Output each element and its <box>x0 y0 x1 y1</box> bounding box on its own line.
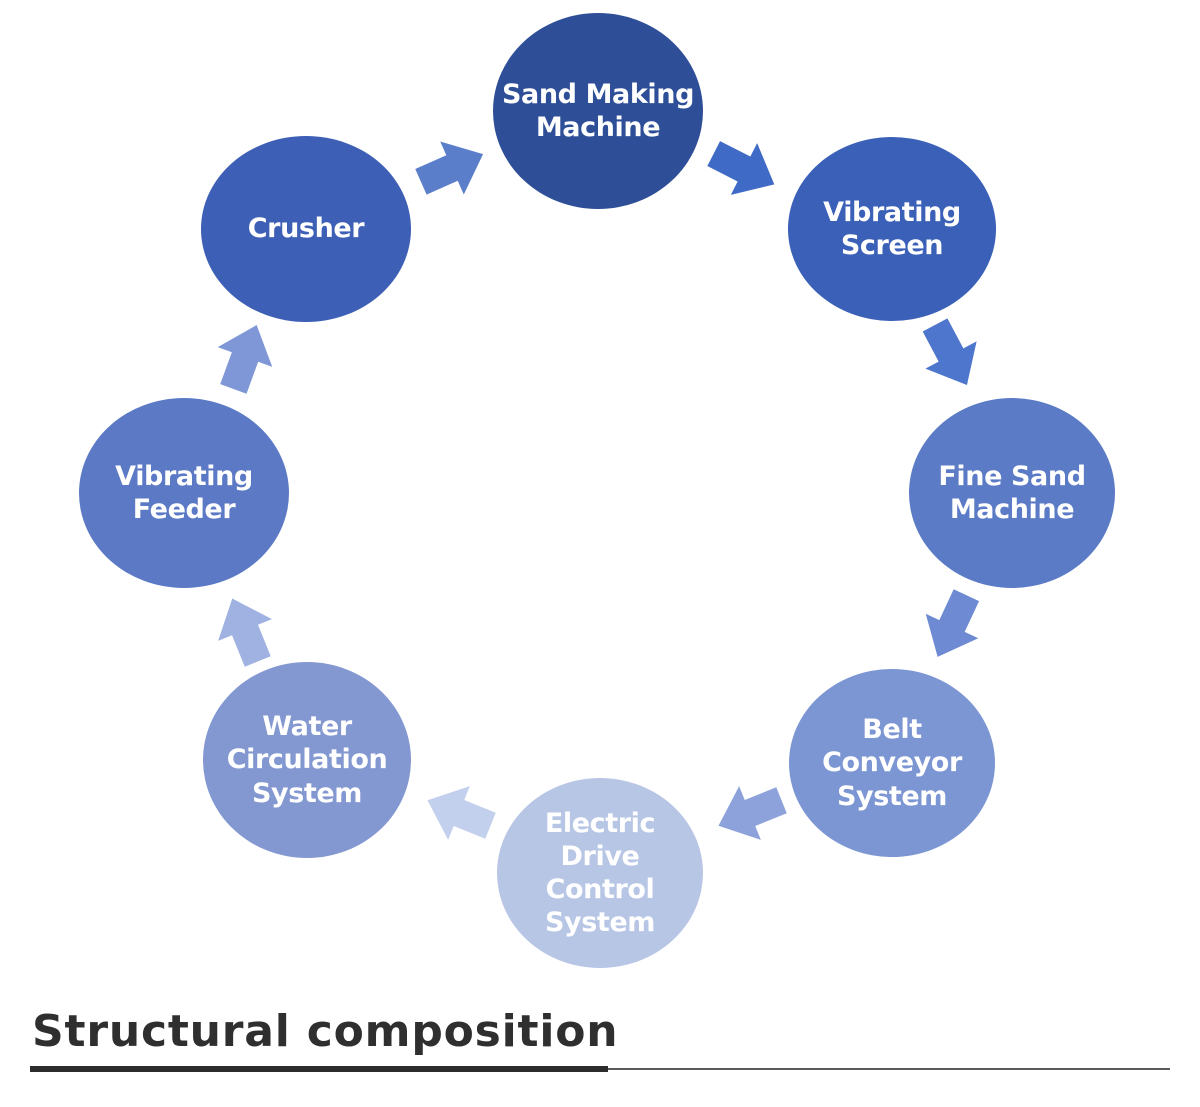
node-label: Vibrating Feeder <box>115 460 253 525</box>
node-label: Fine Sand Machine <box>938 460 1086 525</box>
node-vibrating-screen: Vibrating Screen <box>788 137 996 321</box>
title-underline-accent <box>30 1066 608 1072</box>
node-label: Sand Making Machine <box>501 78 695 143</box>
section-title: Structural composition <box>32 1006 619 1057</box>
node-electric-drive-control-system: Electric Drive Control System <box>497 778 703 968</box>
node-label: Electric Drive Control System <box>544 807 656 939</box>
node-label: Crusher <box>247 213 365 245</box>
node-label: Vibrating Screen <box>823 196 961 261</box>
node-label: Water Circulation System <box>226 711 388 809</box>
cycle-diagram: Sand Making Machine Vibrating Screen Fin… <box>79 13 1115 968</box>
node-vibrating-feeder: Vibrating Feeder <box>79 398 289 588</box>
node-label: Belt Conveyor System <box>822 714 962 812</box>
node-sand-making-machine: Sand Making Machine <box>493 13 703 209</box>
node-water-circulation-system: Water Circulation System <box>203 662 411 858</box>
node-crusher: Crusher <box>201 136 411 322</box>
node-fine-sand-machine: Fine Sand Machine <box>909 398 1115 588</box>
node-belt-conveyor-system: Belt Conveyor System <box>789 669 995 857</box>
